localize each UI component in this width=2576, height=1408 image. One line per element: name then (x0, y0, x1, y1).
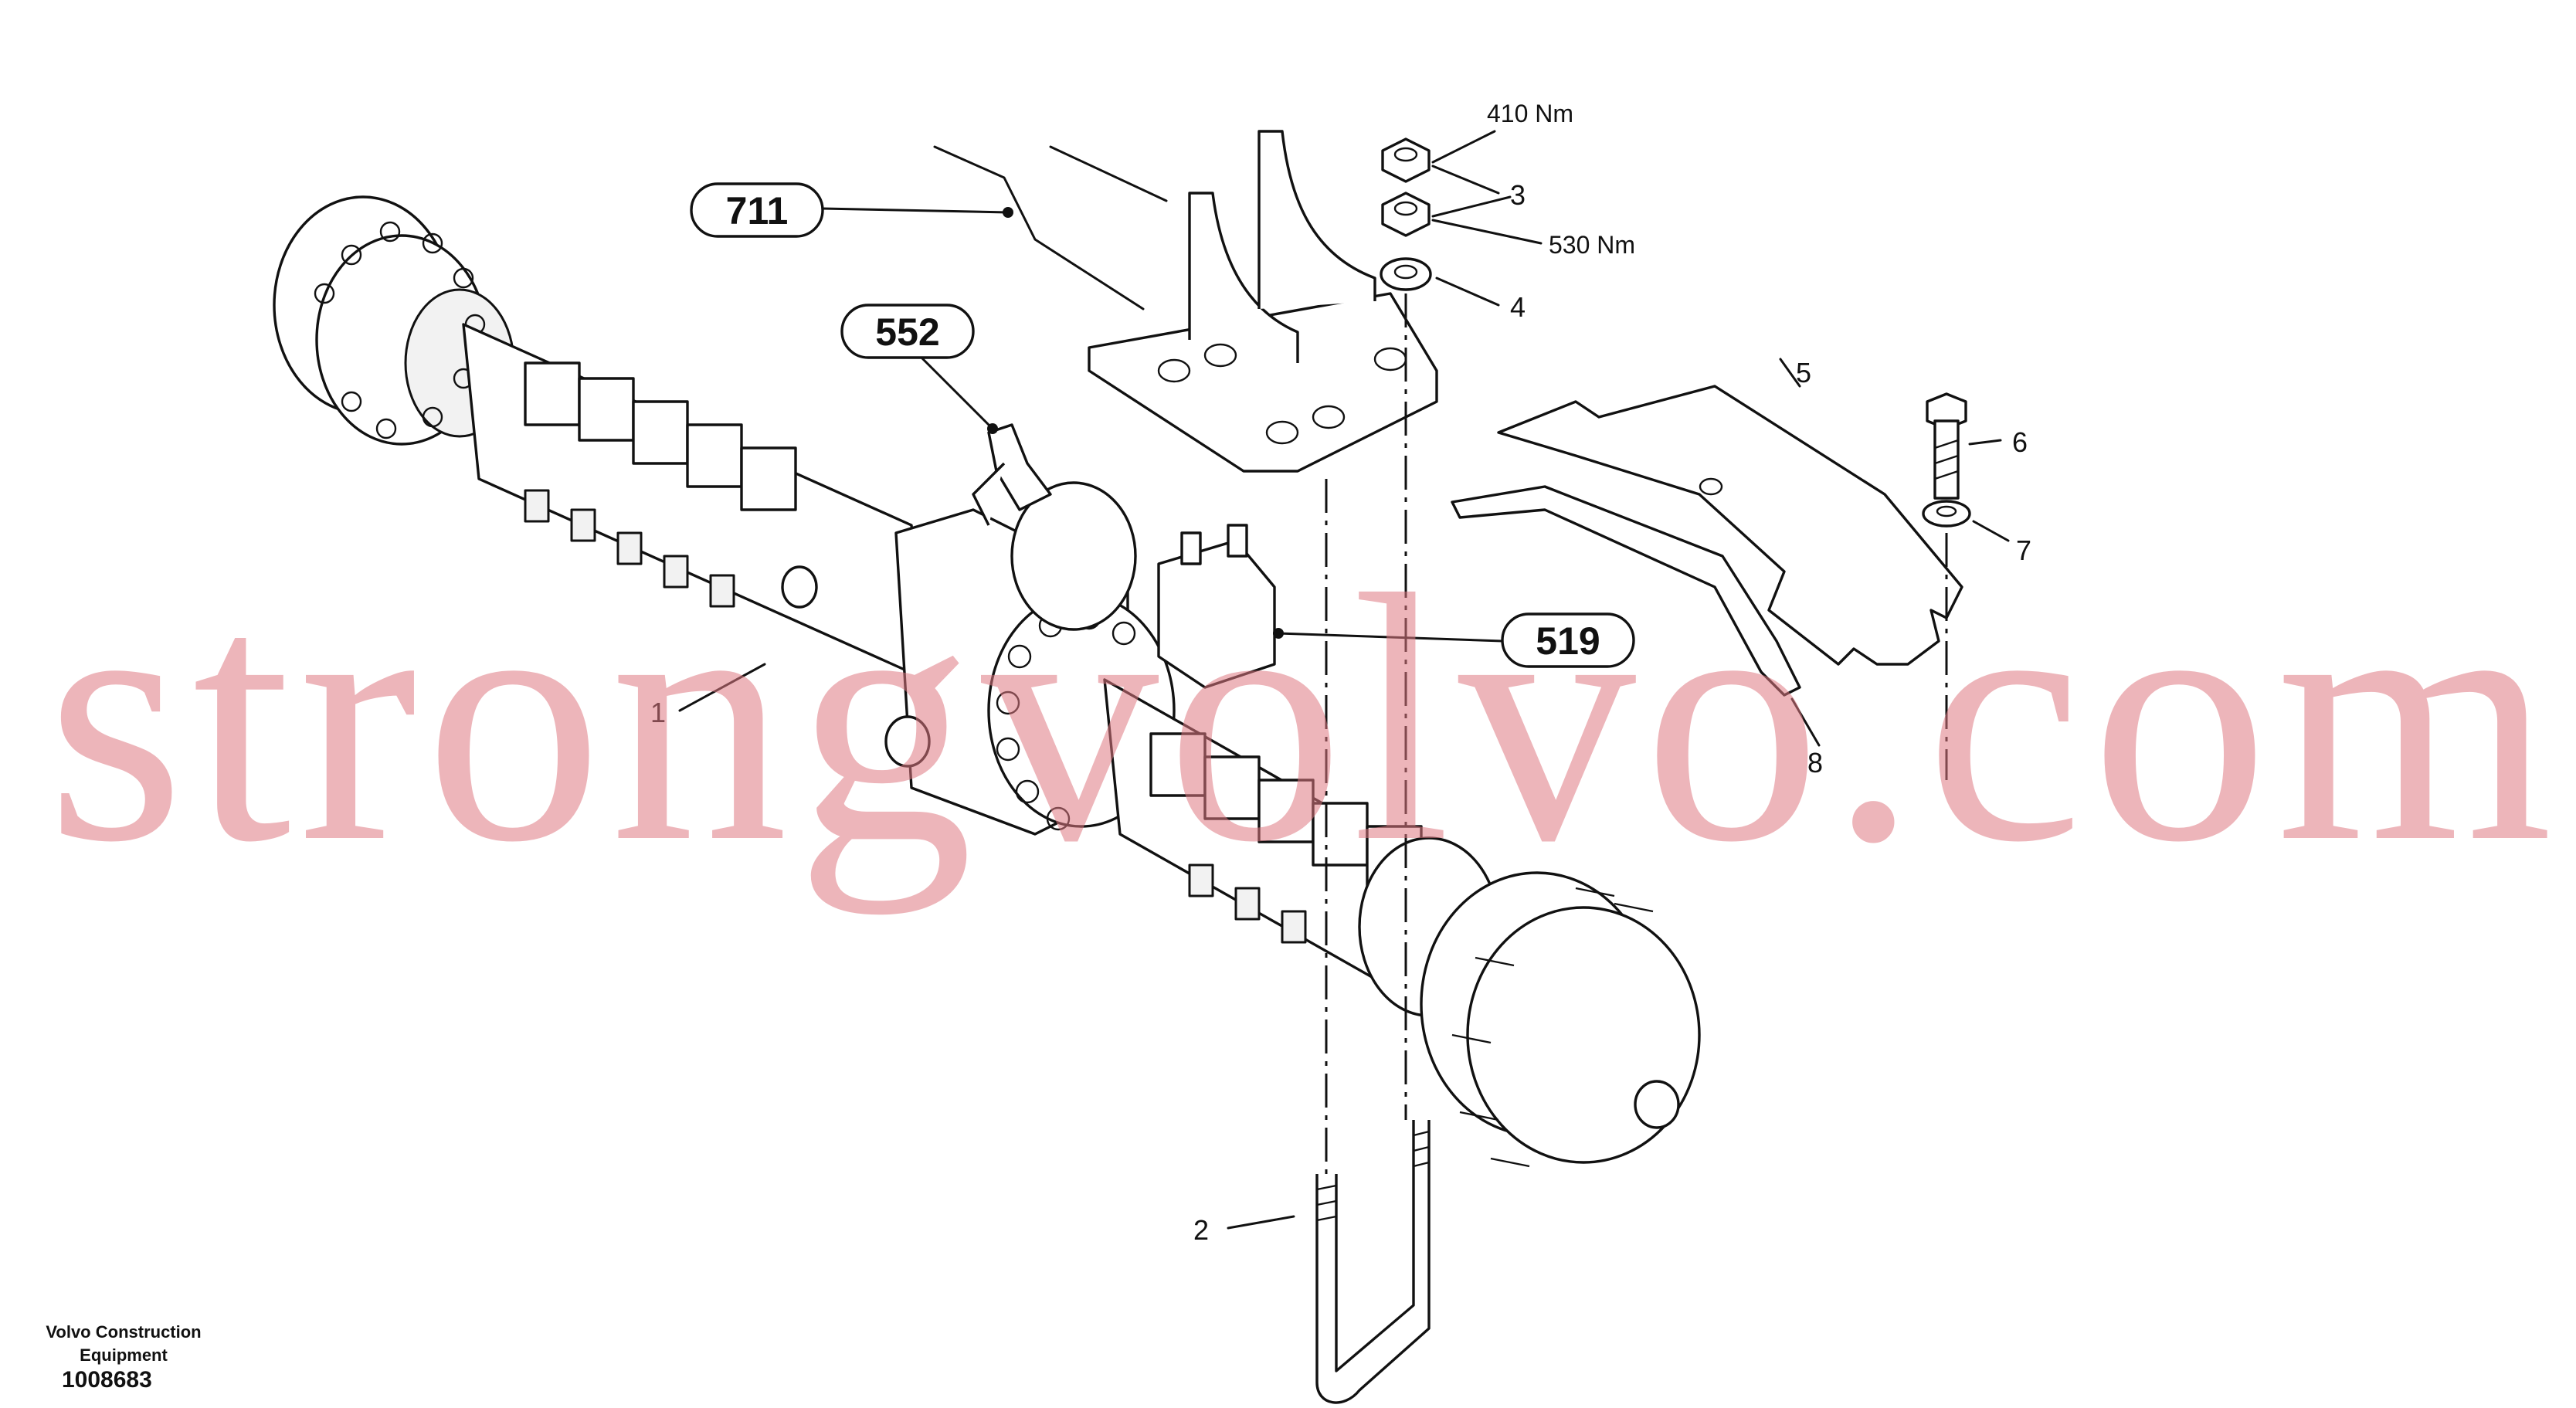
item-numbers: 1 2 3 4 5 6 7 8 (650, 179, 2031, 1246)
item-6: 6 (2012, 426, 2028, 458)
center-lines (1325, 293, 1948, 1174)
item-2: 2 (1193, 1214, 1209, 1246)
watermark: strongvolvo.com (46, 521, 2561, 915)
svg-text:552: 552 (875, 310, 939, 354)
u-bolt (1315, 1120, 1431, 1404)
torque-410: 410 Nm (1487, 100, 1573, 127)
item-5: 5 (1796, 357, 1811, 388)
torque-labels: 410 Nm 530 Nm (1487, 100, 1635, 259)
item-7: 7 (2016, 534, 2031, 566)
guard-bracket (1451, 385, 1963, 697)
mounting-bracket (933, 130, 1438, 473)
ref-callout-519[interactable]: 519 (1501, 612, 1635, 668)
svg-text:519: 519 (1536, 619, 1600, 663)
axle-housing (273, 195, 1701, 1168)
nuts-and-washer (1380, 137, 1432, 291)
svg-text:711: 711 (726, 189, 789, 232)
company-line-2: Equipment (80, 1345, 168, 1365)
bolt-and-washer (1922, 392, 1971, 528)
company-line-1: Volvo Construction (46, 1322, 202, 1342)
item-1: 1 (650, 697, 666, 728)
footer-block: Volvo Construction Equipment 1008683 (31, 1321, 216, 1393)
leader-lines (678, 130, 2010, 1230)
item-8: 8 (1807, 747, 1823, 779)
ref-callout-711[interactable]: 711 (690, 182, 824, 238)
item-4: 4 (1510, 291, 1526, 323)
torque-530: 530 Nm (1549, 231, 1635, 259)
item-3: 3 (1510, 179, 1526, 211)
ref-callout-552[interactable]: 552 (840, 304, 975, 359)
document-number: 1008683 (62, 1367, 152, 1393)
